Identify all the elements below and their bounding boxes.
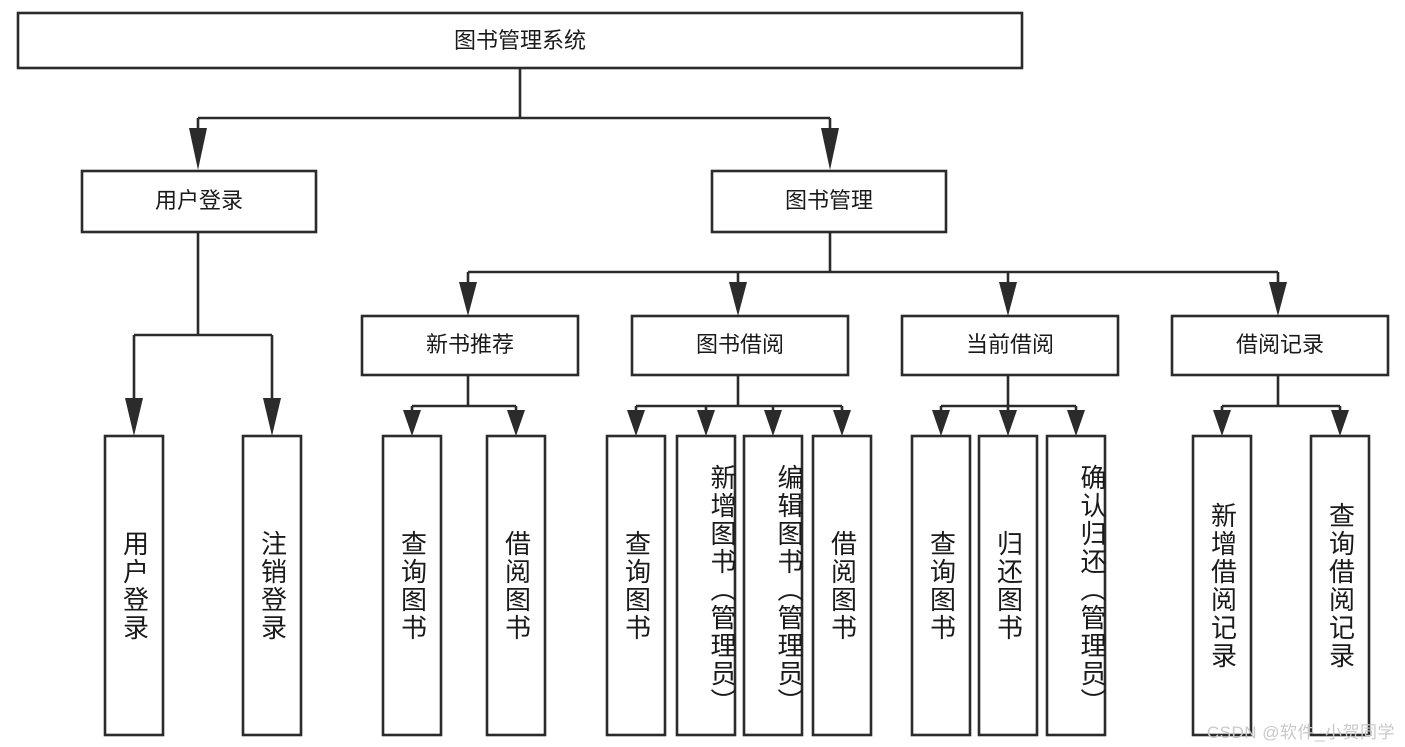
node-label-new-book-recommend: 新书推荐 (426, 332, 514, 357)
connector-layer (125, 68, 1349, 436)
watermark-text: CSDN @软件_小贺同学 (1206, 723, 1395, 742)
arrow-head-current-borrow (999, 282, 1017, 316)
arrow-head-leaf-add-book (697, 410, 715, 436)
node-label-root: 图书管理系统 (454, 28, 586, 53)
node-box-user-login[interactable] (80, 169, 318, 234)
node-box-book-borrow[interactable] (630, 314, 850, 377)
arrow-head-book-borrow (729, 282, 747, 316)
node-box-leaf-add-record[interactable] (1191, 434, 1253, 737)
node-box-leaf-add-book[interactable] (675, 434, 737, 737)
node-box-leaf-query-book-2[interactable] (605, 434, 667, 737)
arrow-head-leaf-confirm-return (1067, 410, 1085, 436)
node-box-leaf-query-record[interactable] (1309, 434, 1371, 737)
arrow-head-leaf-user-logout (263, 398, 281, 436)
arrow-head-borrow-record (1269, 282, 1287, 316)
arrow-head-leaf-user-login (125, 398, 143, 436)
node-label-book-manage: 图书管理 (785, 188, 873, 213)
arrow-head-leaf-query-book-3 (932, 410, 950, 436)
node-box-leaf-confirm-return[interactable] (1045, 434, 1107, 737)
arrow-head-new-book-recommend (459, 282, 477, 316)
arrow-head-user-login (189, 128, 207, 170)
node-label-user-login: 用户登录 (155, 188, 243, 213)
node-label-current-borrow: 当前借阅 (966, 332, 1054, 357)
node-box-leaf-query-book-1[interactable] (381, 434, 443, 737)
node-box-book-manage[interactable] (710, 169, 948, 234)
node-box-root[interactable] (16, 11, 1024, 70)
arrow-head-leaf-borrow-book-2 (833, 410, 851, 436)
arrow-head-leaf-return-book (999, 410, 1017, 436)
node-box-leaf-user-logout[interactable] (241, 434, 303, 737)
arrow-head-book-manage (821, 128, 839, 170)
node-box-new-book-recommend[interactable] (360, 314, 580, 377)
node-box-leaf-borrow-book-2[interactable] (811, 434, 873, 737)
node-box-leaf-borrow-book-1[interactable] (485, 434, 547, 737)
arrow-head-leaf-borrow-book-1 (507, 410, 525, 436)
arrow-head-leaf-query-record (1331, 410, 1349, 436)
node-layer: 图书管理系统 用户登录 图书管理 新书推荐 图书借阅 当前借阅 借阅记录 (16, 11, 1390, 737)
node-label-book-borrow: 图书借阅 (696, 332, 784, 357)
arrow-head-leaf-add-record (1213, 410, 1231, 436)
node-box-borrow-record[interactable] (1170, 314, 1390, 377)
arrow-head-leaf-query-book-1 (403, 410, 421, 436)
arrow-head-leaf-edit-book (764, 410, 782, 436)
node-box-leaf-edit-book[interactable] (742, 434, 804, 737)
node-box-leaf-query-book-3[interactable] (910, 434, 972, 737)
node-box-current-borrow[interactable] (900, 314, 1120, 377)
node-box-leaf-return-book[interactable] (977, 434, 1039, 737)
arrow-head-leaf-query-book-2 (627, 410, 645, 436)
node-label-borrow-record: 借阅记录 (1236, 332, 1324, 357)
node-box-leaf-user-login[interactable] (103, 434, 165, 737)
